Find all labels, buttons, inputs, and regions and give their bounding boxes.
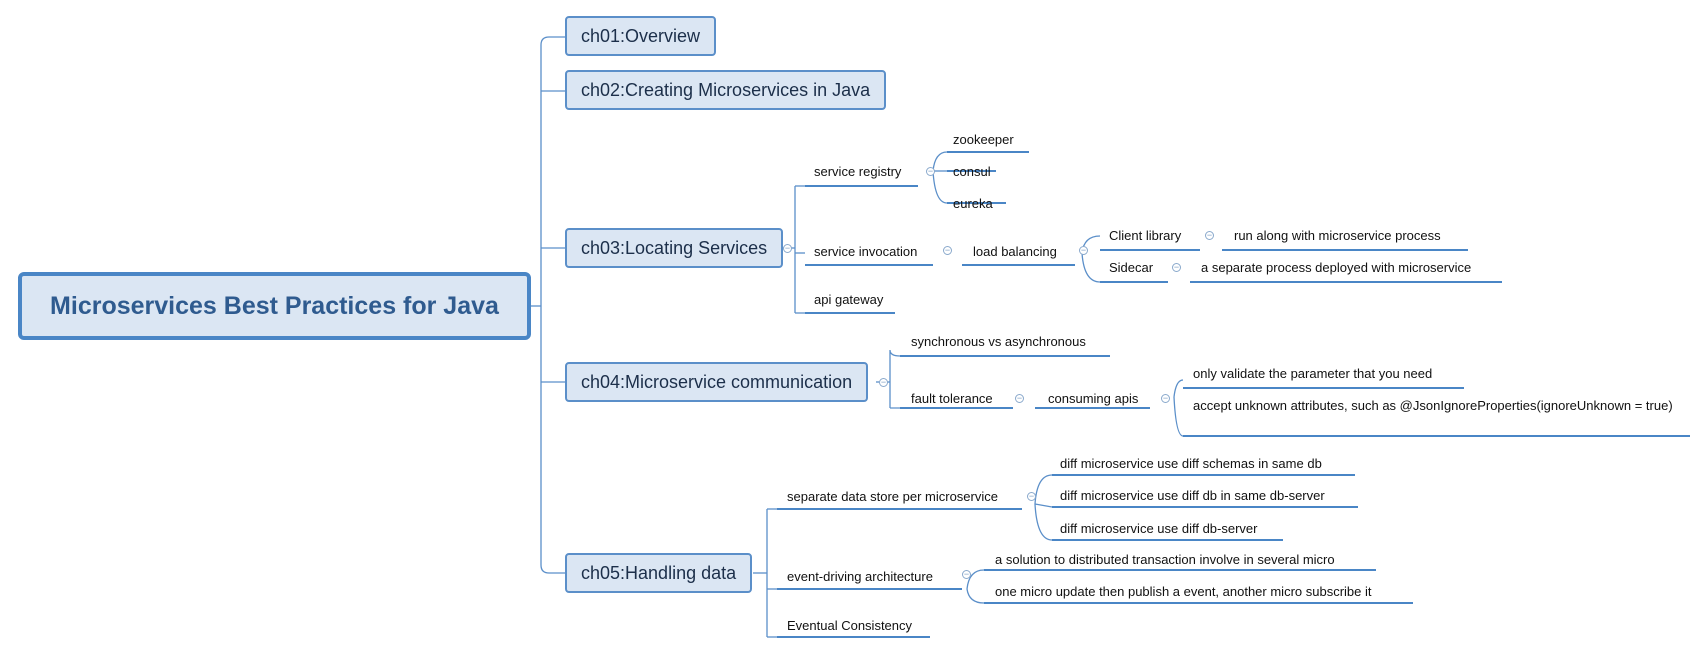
central-topic[interactable]: Microservices Best Practices for Java <box>18 272 531 340</box>
subtopic-sync-async[interactable]: synchronous vs asynchronous <box>911 334 1086 349</box>
topic-ch03[interactable]: ch03:Locating Services <box>565 228 784 268</box>
collapse-toggle-ch04[interactable]: − <box>879 377 888 387</box>
subtopic-zookeeper[interactable]: zookeeper <box>953 132 1014 147</box>
subtopic-fault-tolerance[interactable]: fault tolerance <box>911 391 993 406</box>
subtopic-diff-schemas[interactable]: diff microservice use diff schemas in sa… <box>1060 456 1322 471</box>
topic-ch02[interactable]: ch02:Creating Microservices in Java <box>565 70 887 110</box>
subtopic-publish-subscribe[interactable]: one micro update then publish a event, a… <box>995 584 1372 599</box>
collapse-toggle-ch03[interactable]: − <box>783 243 792 253</box>
collapse-toggle-separate-data-store[interactable]: − <box>1027 491 1036 501</box>
topic-ch05[interactable]: ch05:Handling data <box>565 553 753 593</box>
subtopic-event-driving[interactable]: event-driving architecture <box>787 569 933 584</box>
topic-ch01[interactable]: ch01:Overview <box>565 16 717 56</box>
subtopic-accept-unknown[interactable]: accept unknown attributes, such as @Json… <box>1193 398 1673 413</box>
subtopic-validate-parameter[interactable]: only validate the parameter that you nee… <box>1193 366 1433 381</box>
subtopic-api-gateway[interactable]: api gateway <box>814 292 884 307</box>
subtopic-client-library[interactable]: Client library <box>1109 228 1182 243</box>
collapse-toggle-fault-tolerance[interactable]: − <box>1015 393 1024 403</box>
subtopic-service-invocation[interactable]: service invocation <box>814 244 918 259</box>
subtopic-service-registry[interactable]: service registry <box>814 164 902 179</box>
subtopic-distributed-transaction[interactable]: a solution to distributed transaction in… <box>995 552 1335 567</box>
topic-ch04[interactable]: ch04:Microservice communication <box>565 362 869 402</box>
subtopic-diff-db-server[interactable]: diff microservice use diff db-server <box>1060 521 1258 536</box>
subtopic-consuming-apis[interactable]: consuming apis <box>1048 391 1139 406</box>
collapse-toggle-load-balancing[interactable]: − <box>1079 245 1088 255</box>
collapse-toggle-service-registry[interactable]: − <box>926 166 935 176</box>
subtopic-diff-db[interactable]: diff microservice use diff db in same db… <box>1060 488 1325 503</box>
collapse-toggle-client-library[interactable]: − <box>1205 230 1214 240</box>
collapse-toggle-event-driving[interactable]: − <box>962 569 971 579</box>
collapse-toggle-service-invocation[interactable]: − <box>943 245 952 255</box>
subtopic-sidecar[interactable]: Sidecar <box>1109 260 1154 275</box>
subtopic-sidecar-detail[interactable]: a separate process deployed with microse… <box>1201 260 1472 275</box>
subtopic-separate-data-store[interactable]: separate data store per microservice <box>787 489 998 504</box>
subtopic-consul[interactable]: consul <box>953 164 991 179</box>
subtopic-eventual-consistency[interactable]: Eventual Consistency <box>787 618 913 633</box>
collapse-toggle-consuming-apis[interactable]: − <box>1161 393 1170 403</box>
subtopic-client-library-detail[interactable]: run along with microservice process <box>1234 228 1441 243</box>
collapse-toggle-sidecar[interactable]: − <box>1172 262 1181 272</box>
subtopic-load-balancing[interactable]: load balancing <box>973 244 1057 259</box>
subtopic-eureka[interactable]: eureka <box>953 196 993 211</box>
